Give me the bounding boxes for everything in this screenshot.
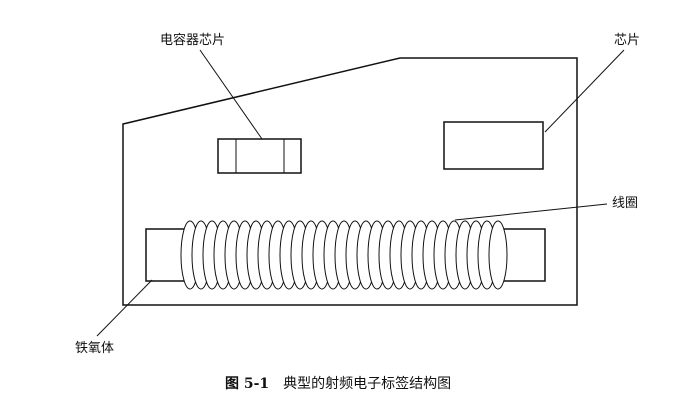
- capacitor-chip-shape: [217, 138, 302, 174]
- coil-shape: [180, 220, 508, 290]
- coil-label: 线圈: [612, 196, 639, 211]
- capacitor-leader-line: [199, 49, 263, 140]
- ferrite-leader-line: [96, 279, 153, 337]
- coil-leader-line: [454, 203, 608, 221]
- chip-label: 芯片: [614, 33, 641, 48]
- ferrite-label: 铁氧体: [75, 341, 115, 356]
- chip-shape: [443, 121, 544, 170]
- figure-title: 典型的射频电子标签结构图: [283, 376, 452, 392]
- coil-winding: [488, 220, 508, 290]
- board-outline: [122, 57, 578, 306]
- figure-caption: 图 5-1 典型的射频电子标签结构图: [225, 377, 451, 391]
- figure-number: 图 5-1: [225, 376, 270, 392]
- capacitor-chip-label: 电容器芯片: [160, 33, 226, 48]
- chip-leader-line: [544, 49, 625, 133]
